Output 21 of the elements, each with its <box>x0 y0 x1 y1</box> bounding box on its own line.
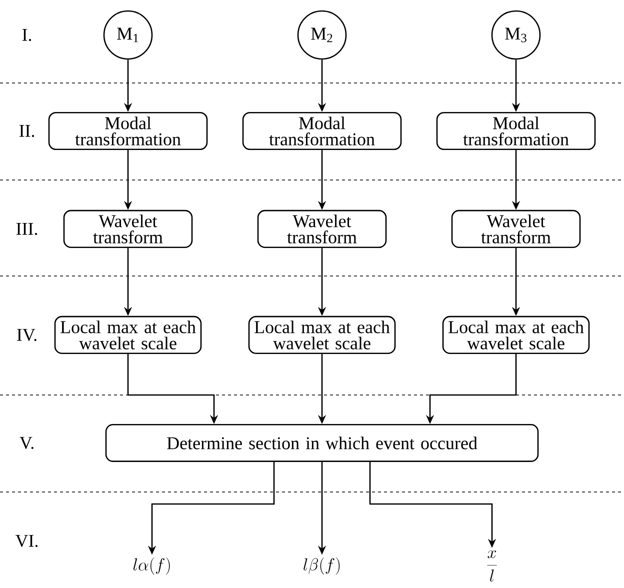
level-label: VI. <box>15 534 38 548</box>
level-label: I. <box>22 28 32 42</box>
level-label: V. <box>20 436 34 450</box>
output-formula: $l\alpha(f)$ <box>133 557 170 575</box>
circle-node: M$_{1}$ <box>103 10 153 60</box>
process-box: Wavelet transform <box>63 210 193 248</box>
circle-node: M$_{3}$ <box>491 10 541 60</box>
circle-node: M$_{2}$ <box>297 10 347 60</box>
process-box: Local max at each wavelet scale <box>248 316 396 354</box>
output-formula: $l\beta(f)$ <box>304 557 340 575</box>
process-box: Determine section in which event occured <box>105 424 539 462</box>
output-formula: $\frac{x}{l}$ <box>487 550 497 582</box>
level-label: IV. <box>17 328 36 342</box>
process-box: Wavelet transform <box>257 210 387 248</box>
process-box: Modal transformation <box>48 112 208 150</box>
process-box: Wavelet transform <box>451 210 581 248</box>
process-box: Local max at each wavelet scale <box>54 316 202 354</box>
process-box: Modal transformation <box>436 112 596 150</box>
process-box: Local max at each wavelet scale <box>442 316 590 354</box>
process-box: Modal transformation <box>242 112 402 150</box>
level-label: III. <box>16 222 38 235</box>
